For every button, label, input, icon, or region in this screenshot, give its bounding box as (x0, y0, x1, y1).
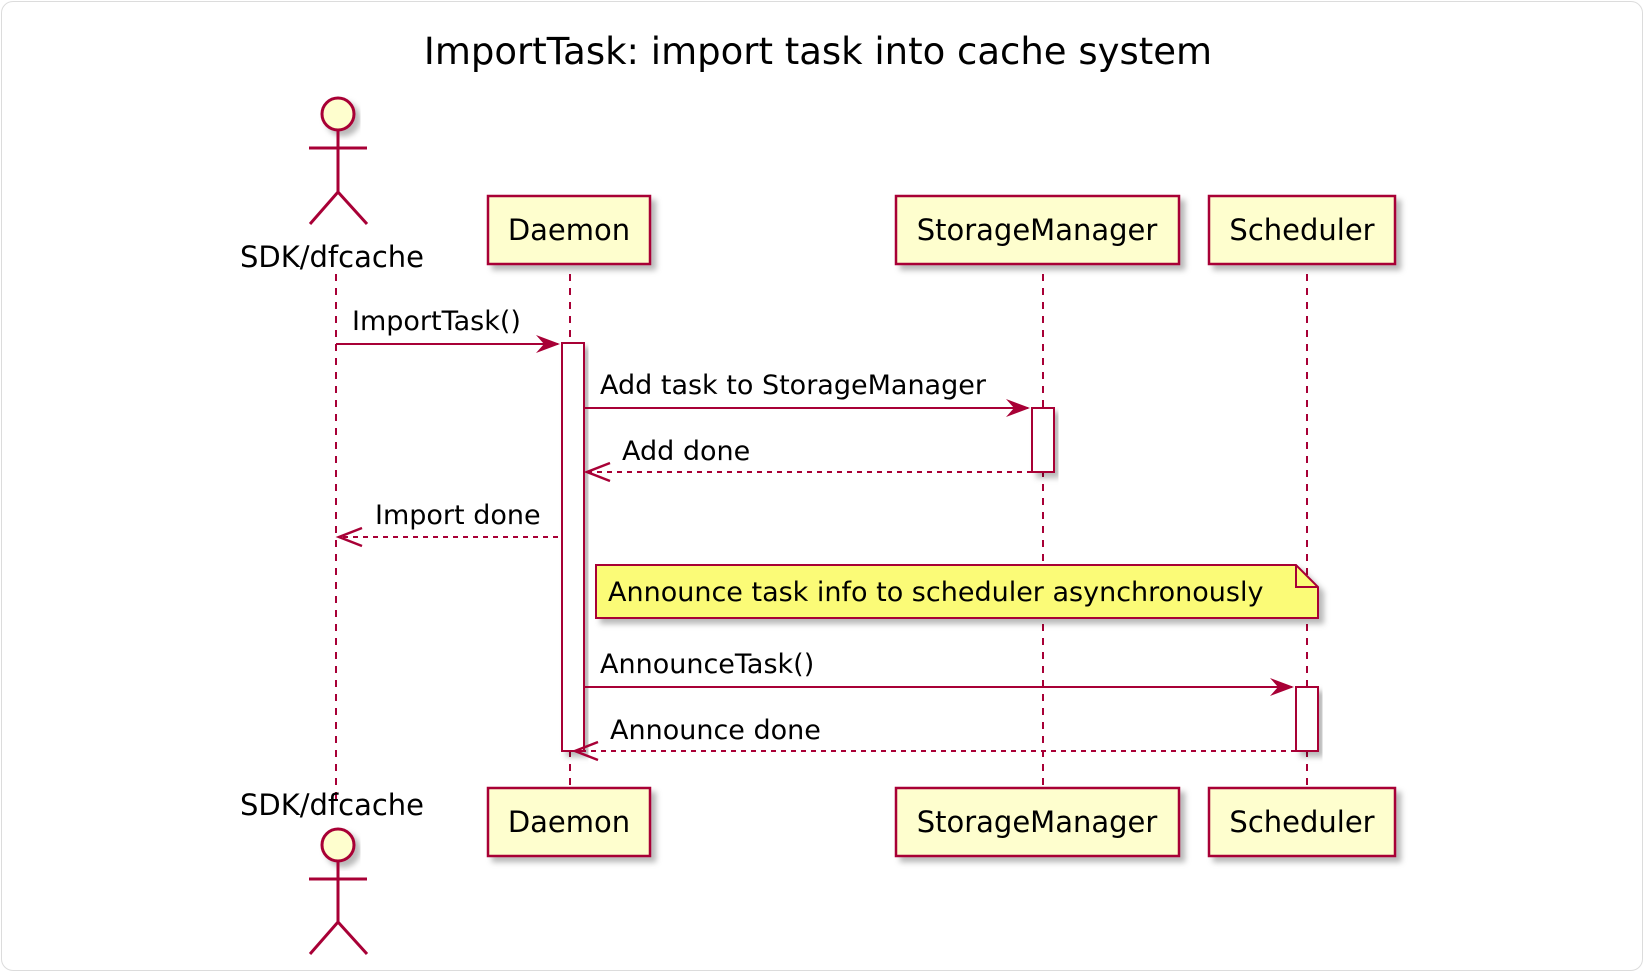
message-add-done: Add done (583, 436, 1032, 483)
participant-daemon-top: Daemon (486, 194, 652, 266)
participant-scheduler-top: Scheduler (1207, 194, 1397, 266)
actor-label-bottom: SDK/dfcache (240, 788, 424, 822)
actor-sdk-dfcache-top (308, 96, 369, 226)
arrowhead (571, 740, 599, 762)
activation-daemon (561, 342, 585, 752)
message-label: AnnounceTask() (600, 649, 814, 680)
message-add-task: Add task to StorageManager (584, 370, 1030, 417)
participant-label: Scheduler (1229, 805, 1374, 839)
participant-label: StorageManager (917, 213, 1158, 247)
participant-storage-manager-top: StorageManager (894, 194, 1181, 266)
message-label: Add task to StorageManager (600, 370, 987, 401)
message-label: ImportTask() (352, 306, 521, 337)
actor-head (320, 827, 356, 863)
lifelines (335, 274, 1308, 800)
activation-storage-manager (1031, 407, 1055, 473)
participant-storage-manager-bottom: StorageManager (894, 786, 1181, 858)
note-text: Announce task info to scheduler asynchro… (608, 577, 1263, 608)
arrowhead (536, 335, 560, 353)
participant-daemon-bottom: Daemon (486, 786, 652, 858)
arrowhead (1006, 399, 1030, 417)
arrowhead (335, 526, 363, 548)
message-label: Add done (622, 436, 750, 467)
actor-head (320, 96, 356, 132)
actor-label-top: SDK/dfcache (240, 240, 424, 274)
message-label: Announce done (610, 715, 821, 746)
participant-scheduler-bottom: Scheduler (1207, 786, 1397, 858)
note: Announce task info to scheduler asynchro… (595, 564, 1319, 619)
message-announce-done: Announce done (571, 715, 1296, 762)
participant-label: Scheduler (1229, 213, 1374, 247)
participant-label: Daemon (508, 805, 630, 839)
participant-label: Daemon (508, 213, 630, 247)
activation-scheduler (1295, 686, 1319, 752)
message-import-done: Import done (335, 500, 558, 548)
message-label: Import done (375, 500, 541, 531)
actor-sdk-dfcache-bottom (308, 827, 369, 956)
arrowhead (583, 461, 611, 483)
message-announce-task: AnnounceTask() (584, 649, 1294, 696)
diagram-title: ImportTask: import task into cache syste… (424, 30, 1212, 73)
arrowhead (1270, 678, 1294, 696)
message-import-task: ImportTask() (336, 306, 560, 353)
participant-label: StorageManager (917, 805, 1158, 839)
